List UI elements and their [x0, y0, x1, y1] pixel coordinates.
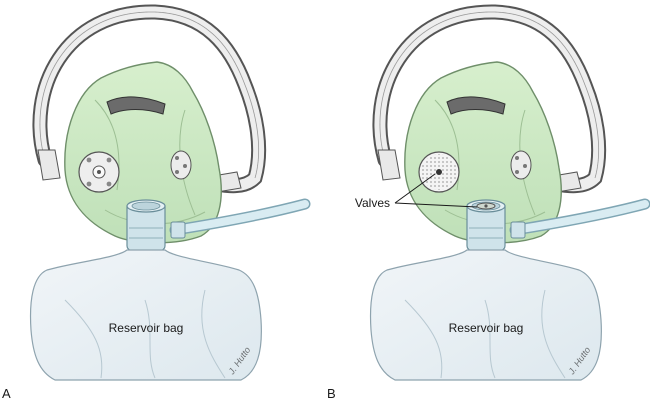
panel-b: Valves Reservoir bag J. Hutto [355, 12, 645, 380]
neck-valve-icon [476, 202, 496, 210]
left-port-open-icon [78, 151, 120, 193]
panel-b-letter: B [327, 386, 336, 401]
bag-label: Reservoir bag [109, 321, 184, 335]
valve-leader-lines [394, 173, 478, 208]
valves-callout: Valves [355, 196, 390, 210]
panel-a-letter: A [2, 386, 11, 401]
left-valve-icon [418, 151, 460, 193]
panel-a: Reservoir bag J. Hutto [31, 12, 305, 380]
bag-label: Reservoir bag [449, 321, 524, 335]
